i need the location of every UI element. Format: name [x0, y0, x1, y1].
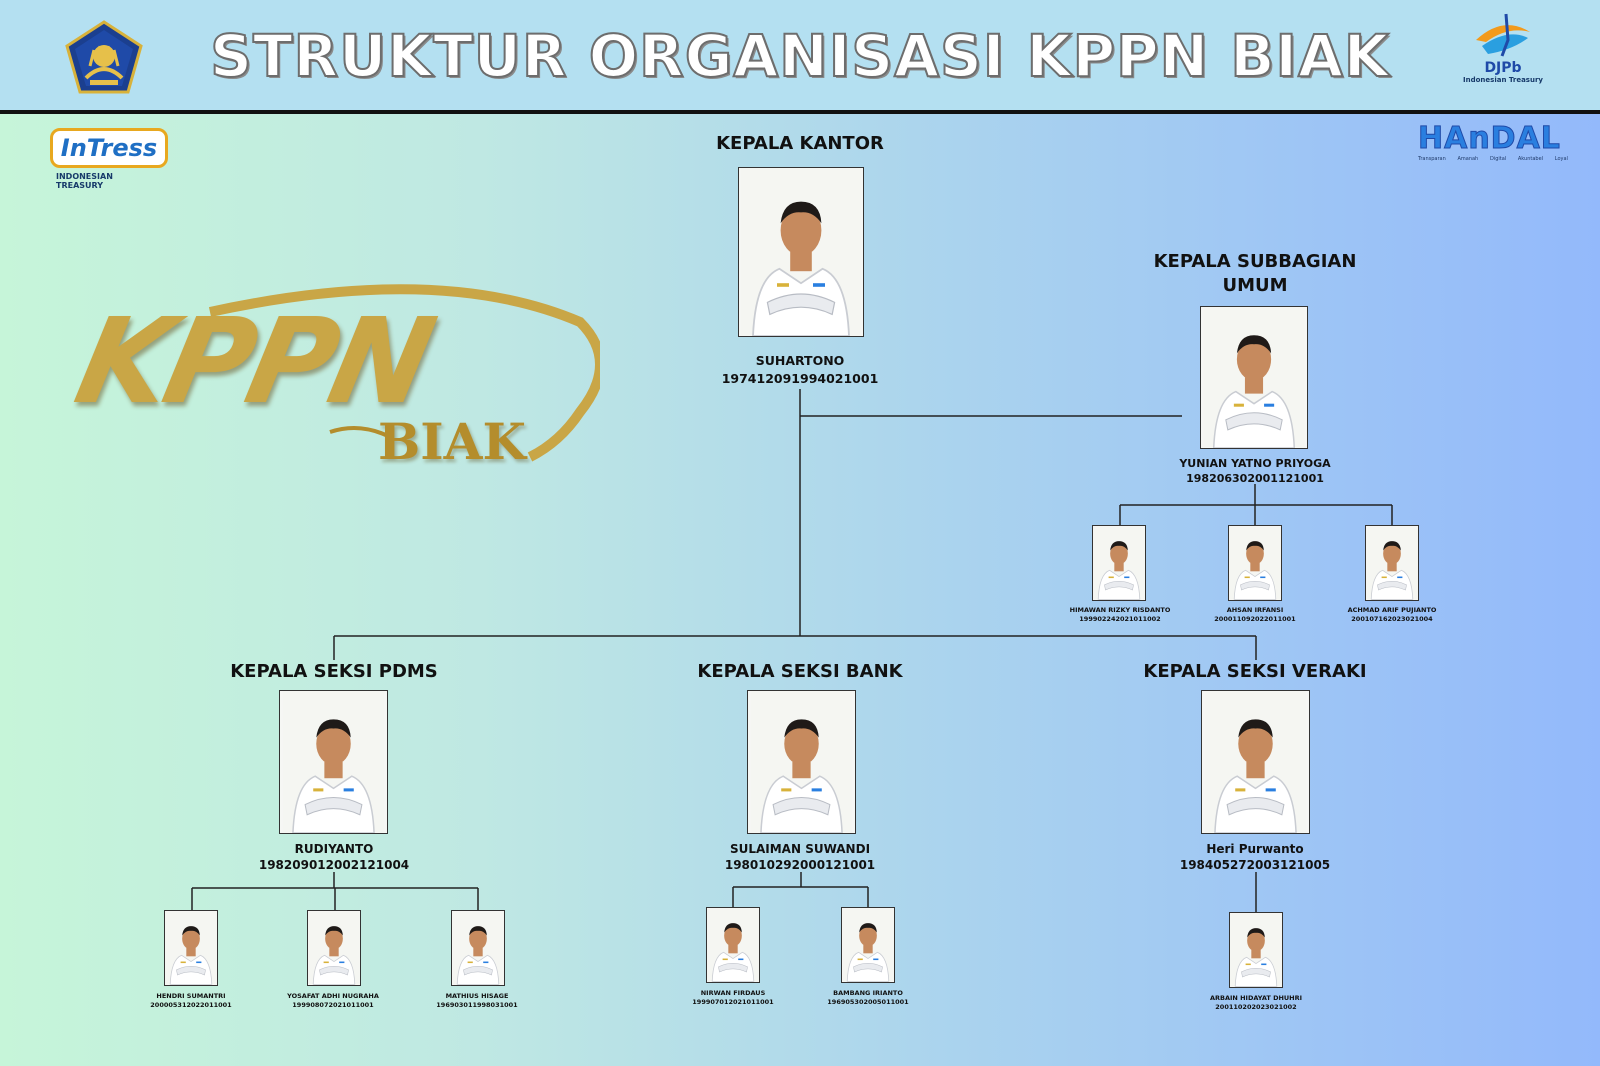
- person-photo-icon: [452, 911, 504, 985]
- person-photo-icon: [1202, 691, 1309, 833]
- gold-swoosh-icon: [208, 284, 600, 462]
- person-name: Heri Purwanto: [1206, 842, 1304, 856]
- person-nip: 198405272003121005: [1179, 858, 1331, 872]
- person-nip: 199907012021011001: [692, 998, 774, 1006]
- djpb-logo: DJPb Indonesian Treasury: [1448, 10, 1558, 98]
- role-kepala-subbagian-umum: KEPALA SUBBAGIAN UMUM: [1105, 250, 1405, 298]
- photo-staff-pdms: [451, 910, 505, 986]
- handal-logo-text: HAnDAL: [1418, 121, 1561, 156]
- caption-staff: BAMBANG IRIANTO 196905302005011001: [798, 989, 938, 1007]
- person-photo-icon: [707, 908, 759, 982]
- caption-staff: ARBAIN HIDAYAT DHUHRI 200110202023021002: [1186, 994, 1326, 1012]
- person-photo-icon: [280, 691, 387, 833]
- photo-kepala-subbagian-umum: [1200, 306, 1308, 449]
- kemenkeu-emblem-icon: [64, 20, 144, 96]
- role-kepala-kantor: KEPALA KANTOR: [716, 133, 884, 154]
- person-photo-icon: [1366, 526, 1418, 600]
- person-name: NIRWAN FIRDAUS: [700, 989, 766, 997]
- role-kepala-seksi-bank: KEPALA SEKSI BANK: [697, 661, 903, 682]
- biak-logo-text: BIAK: [378, 412, 526, 471]
- person-nip: 200107162023021004: [1351, 615, 1433, 623]
- person-photo-icon: [1093, 526, 1145, 600]
- person-nip: 198010292000121001: [724, 858, 876, 872]
- person-name: YOSAFAT ADHI NUGRAHA: [287, 992, 379, 1000]
- caption-kepala-seksi-veraki: Heri Purwanto 198405272003121005: [1105, 841, 1405, 873]
- role-kepala-seksi-veraki: KEPALA SEKSI VERAKI: [1143, 661, 1367, 682]
- handal-logo: HAnDAL Transparan Amanah Digital Akuntab…: [1418, 121, 1578, 166]
- person-name: SULAIMAN SUWANDI: [729, 842, 871, 856]
- photo-staff-bank: [841, 907, 895, 983]
- person-name: YUNIAN YATNO PRIYOGA: [1179, 457, 1331, 470]
- handal-word: Digital: [1489, 156, 1507, 162]
- person-photo-icon: [308, 911, 360, 985]
- person-nip: 196905302005011001: [827, 998, 909, 1006]
- person-name: BAMBANG IRIANTO: [833, 989, 903, 997]
- intress-logo-text: InTress: [49, 128, 169, 168]
- person-name: HENDRI SUMANTRI: [156, 992, 226, 1000]
- photo-kepala-kantor: [738, 167, 864, 337]
- caption-staff: HENDRI SUMANTRI 200005312022011001: [121, 992, 261, 1010]
- person-photo-icon: [165, 911, 217, 985]
- person-nip: 198209012002121004: [258, 858, 410, 872]
- caption-kepala-subbagian-umum: YUNIAN YATNO PRIYOGA 198206302001121001: [1105, 456, 1405, 486]
- djpb-logo-icon: [1476, 13, 1530, 57]
- photo-staff-subbagian: [1092, 525, 1146, 601]
- caption-staff: YOSAFAT ADHI NUGRAHA 199908072021011001: [263, 992, 403, 1010]
- photo-kepala-seksi-pdms: [279, 690, 388, 834]
- photo-kepala-seksi-veraki: [1201, 690, 1310, 834]
- caption-kepala-seksi-bank: SULAIMAN SUWANDI 198010292000121001: [650, 841, 950, 873]
- person-photo-icon: [1201, 307, 1307, 448]
- caption-staff: AHSAN IRFANSI 200011092022011001: [1185, 606, 1325, 624]
- person-nip: 200005312022011001: [150, 1001, 232, 1009]
- photo-staff-bank: [706, 907, 760, 983]
- caption-staff: ACHMAD ARIF PUJIANTO 200107162023021004: [1322, 606, 1462, 624]
- handal-word: Transparan: [1418, 156, 1446, 162]
- photo-staff-subbagian: [1228, 525, 1282, 601]
- handal-logo-words: Transparan Amanah Digital Akuntabel Loya…: [1418, 156, 1568, 162]
- intress-logo: InTress INDONESIAN TREASURY: [49, 128, 169, 190]
- photo-staff-pdms: [307, 910, 361, 986]
- person-name: HIMAWAN RIZKY RISDANTO: [1069, 606, 1171, 614]
- djpb-logo-subtext: Indonesian Treasury: [1463, 76, 1543, 84]
- caption-kepala-seksi-pdms: RUDIYANTO 198209012002121004: [184, 841, 484, 873]
- caption-kepala-kantor: SUHARTONO 197412091994021001: [650, 352, 950, 388]
- page-title: STRUKTUR ORGANISASI KPPN BIAK: [209, 21, 1390, 91]
- caption-staff: HIMAWAN RIZKY RISDANTO 19990224202101100…: [1050, 606, 1190, 624]
- person-nip: 199902242021011002: [1079, 615, 1161, 623]
- person-nip: 200110202023021002: [1215, 1003, 1297, 1011]
- header-bar: [0, 0, 1600, 114]
- person-photo-icon: [739, 168, 863, 336]
- person-name: MATHIUS HISAGE: [445, 992, 509, 1000]
- person-photo-icon: [748, 691, 855, 833]
- person-name: AHSAN IRFANSI: [1226, 606, 1284, 614]
- person-photo-icon: [1230, 913, 1282, 987]
- person-nip: 200011092022011001: [1214, 615, 1296, 623]
- role-kepala-seksi-pdms: KEPALA SEKSI PDMS: [230, 661, 438, 682]
- djpb-logo-text: DJPb: [1484, 60, 1522, 76]
- person-nip: 197412091994021001: [721, 371, 879, 386]
- caption-staff: MATHIUS HISAGE 196903011998031001: [407, 992, 547, 1010]
- photo-staff-veraki: [1229, 912, 1283, 988]
- handal-word: Akuntabel: [1517, 156, 1544, 162]
- handal-word: Loyal: [1554, 156, 1568, 162]
- person-nip: 196903011998031001: [436, 1001, 518, 1009]
- person-photo-icon: [842, 908, 894, 982]
- photo-staff-subbagian: [1365, 525, 1419, 601]
- role-line: UMUM: [1222, 275, 1288, 296]
- photo-kepala-seksi-bank: [747, 690, 856, 834]
- photo-staff-pdms: [164, 910, 218, 986]
- handal-word: Amanah: [1457, 156, 1479, 162]
- person-nip: 198206302001121001: [1186, 472, 1324, 485]
- caption-staff: NIRWAN FIRDAUS 199907012021011001: [663, 989, 803, 1007]
- person-name: RUDIYANTO: [294, 842, 374, 856]
- intress-logo-subtext: INDONESIAN TREASURY: [56, 172, 113, 190]
- person-photo-icon: [1229, 526, 1281, 600]
- role-line: KEPALA SUBBAGIAN: [1153, 251, 1357, 272]
- person-nip: 199908072021011001: [292, 1001, 374, 1009]
- person-name: SUHARTONO: [755, 353, 845, 368]
- person-name: ARBAIN HIDAYAT DHUHRI: [1209, 994, 1303, 1002]
- kppn-biak-logo: KPPN BIAK: [60, 272, 600, 492]
- person-name: ACHMAD ARIF PUJIANTO: [1347, 606, 1437, 614]
